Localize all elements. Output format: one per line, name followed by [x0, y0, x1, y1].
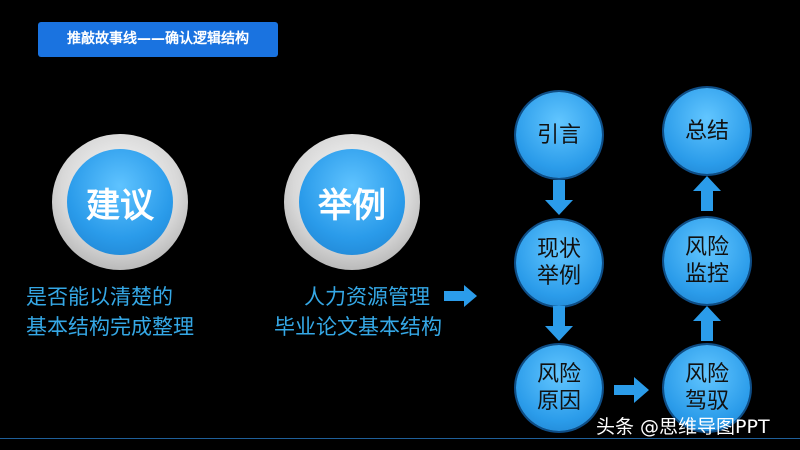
example-circle: 举例 — [284, 134, 420, 270]
flow-node-control: 风险 驾驭 — [664, 345, 750, 431]
example-description: 人力资源管理 毕业论文基本结构 — [258, 282, 458, 342]
down-arrow-icon — [545, 306, 573, 341]
flow-node-example-line-2: 举例 — [536, 264, 581, 289]
example-label: 举例 — [299, 149, 405, 255]
bottom-divider — [0, 438, 800, 439]
flow-node-cause: 风险 原因 — [516, 345, 602, 431]
flow-node-control-line-1: 风险 — [684, 362, 729, 387]
example-line-1: 人力资源管理 — [304, 285, 430, 309]
suggestion-description: 是否能以清楚的 基本结构完成整理 — [26, 282, 194, 342]
down-arrow-icon — [545, 180, 573, 215]
flow-node-cause-line-2: 原因 — [536, 389, 581, 414]
suggestion-label: 建议 — [67, 149, 173, 255]
title-banner: 推敲故事线——确认逻辑结构 — [38, 22, 278, 57]
right-arrow-icon — [614, 377, 649, 403]
up-arrow-icon — [693, 306, 721, 341]
flow-node-control-line-2: 驾驭 — [684, 389, 729, 414]
up-arrow-icon — [693, 176, 721, 211]
flow-node-monitor: 风险 监控 — [664, 218, 750, 304]
flow-node-monitor-line-1: 风险 — [684, 235, 729, 260]
flow-node-intro: 引言 — [516, 92, 602, 178]
suggestion-circle: 建议 — [52, 134, 188, 270]
example-line-2: 毕业论文基本结构 — [274, 315, 442, 339]
right-arrow-icon — [444, 285, 477, 307]
watermark: 头条 @思维导图PPT — [596, 416, 770, 438]
flow-node-cause-line-1: 风险 — [536, 362, 581, 387]
flow-node-example: 现状 举例 — [516, 220, 602, 306]
flow-node-summary-text: 总结 — [684, 118, 729, 144]
flow-node-intro-text: 引言 — [536, 122, 581, 148]
suggestion-line-2: 基本结构完成整理 — [26, 315, 194, 339]
suggestion-line-1: 是否能以清楚的 — [26, 285, 173, 309]
flow-node-example-line-1: 现状 — [536, 237, 581, 262]
flow-node-summary: 总结 — [664, 88, 750, 174]
flow-node-monitor-line-2: 监控 — [684, 262, 729, 287]
